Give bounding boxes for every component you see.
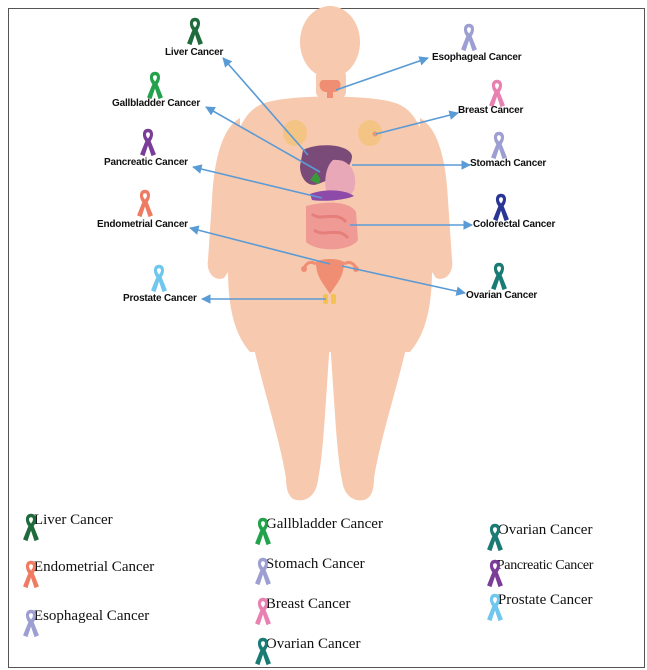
label-gallbladder: Gallbladder Cancer	[112, 98, 200, 109]
breast-ribbon-icon	[252, 596, 274, 626]
gallbladder-ribbon-icon	[252, 516, 274, 546]
legend-label: : Esophageal Cancer	[26, 608, 149, 625]
label-pancreatic: Pancreatic Cancer	[104, 157, 188, 168]
esophageal-ribbon-icon	[20, 608, 42, 638]
label-ovarian: Ovarian Cancer	[466, 290, 537, 301]
label-esophageal: Esophageal Cancer	[432, 52, 521, 63]
ovarian-ribbon-icon	[491, 263, 507, 290]
legend-item: : Liver Cancer	[20, 512, 113, 529]
ovarian-ribbon-icon	[252, 636, 274, 666]
breast-ribbon-icon	[489, 80, 505, 107]
endometrial-ribbon-icon	[137, 190, 153, 217]
intestine-organ	[306, 203, 358, 250]
legend-item: : Ovarian Cancer	[252, 636, 360, 653]
label-colorectal: Colorectal Cancer	[473, 219, 555, 230]
colorectal-ribbon-icon	[493, 194, 509, 221]
ovarian-ribbon-icon	[484, 522, 506, 552]
legend-item: : Gallbladder Cancer	[252, 516, 383, 533]
endometrial-ribbon-icon	[20, 559, 42, 589]
liver-ribbon-icon	[20, 512, 42, 542]
prostate-ribbon-icon	[484, 592, 506, 622]
label-stomach: Stomach Cancer	[470, 158, 546, 169]
stomach-ribbon-icon	[491, 132, 507, 159]
label-endometrial: Endometrial Cancer	[97, 219, 188, 230]
legend-item: : Endometrial Cancer	[20, 559, 154, 576]
label-breast: Breast Cancer	[458, 105, 523, 116]
label-prostate: Prostate Cancer	[123, 293, 197, 304]
pancreatic-ribbon-icon	[484, 558, 506, 588]
legend-label: : Gallbladder Cancer	[258, 516, 383, 533]
legend-label: : Endometrial Cancer	[26, 559, 154, 576]
esophageal-ribbon-icon	[461, 24, 477, 51]
stomach-ribbon-icon	[252, 556, 274, 586]
legend-item: : Stomach Cancer	[252, 556, 365, 573]
legend-item: : Ovarian Cancer	[484, 522, 592, 539]
legend-item: : Prostate Cancer	[484, 592, 592, 609]
legend-item: : Pancreatic Cancer	[484, 558, 593, 574]
legend-item: : Esophageal Cancer	[20, 608, 149, 625]
prostate-ribbon-icon	[151, 265, 167, 292]
pancreatic-ribbon-icon	[140, 129, 156, 156]
gallbladder-ribbon-icon	[147, 72, 163, 99]
legend-item: : Breast Cancer	[252, 596, 350, 613]
liver-ribbon-icon	[187, 18, 203, 45]
label-liver: Liver Cancer	[165, 47, 223, 58]
